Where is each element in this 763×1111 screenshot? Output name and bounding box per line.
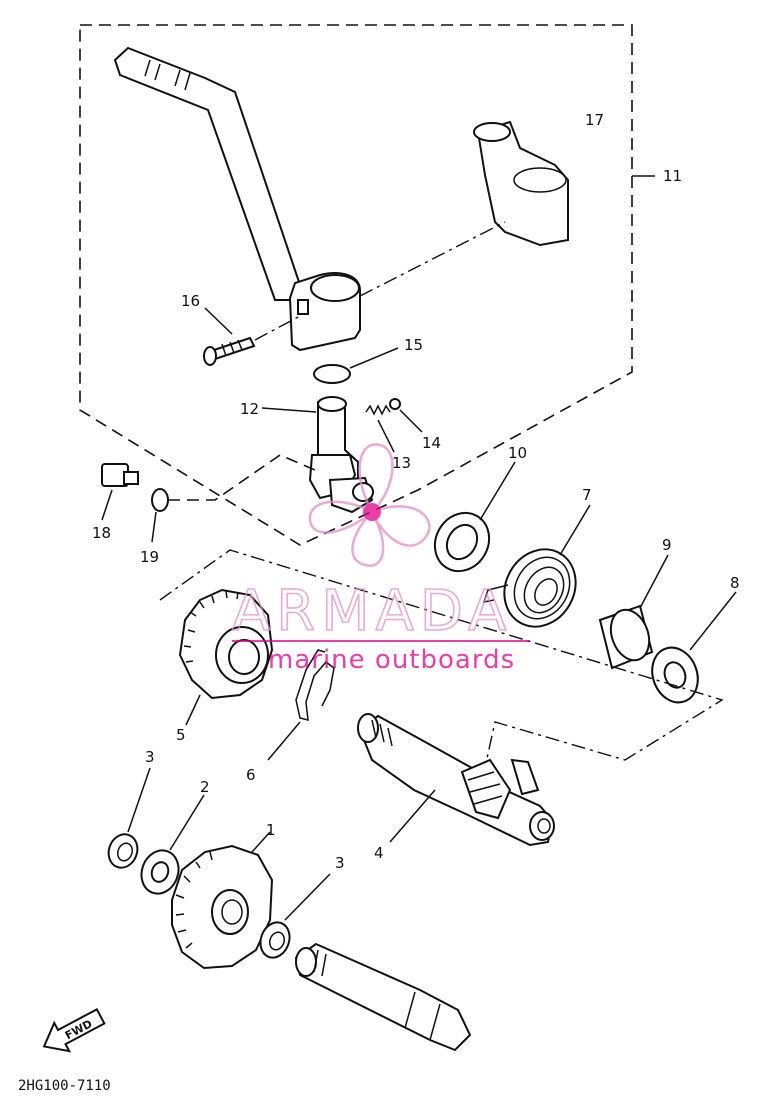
propeller-hub bbox=[363, 503, 381, 521]
callout-4: 4 bbox=[374, 844, 384, 862]
axis-line-19 bbox=[168, 454, 316, 501]
fwd-arrow-icon: FWD bbox=[42, 1007, 106, 1053]
ball-14 bbox=[389, 398, 401, 410]
propeller-blade bbox=[358, 443, 394, 515]
subassembly-boundary bbox=[159, 549, 724, 791]
callout-15: 15 bbox=[404, 336, 423, 354]
callout-14: 14 bbox=[422, 434, 441, 452]
collar-9 bbox=[598, 604, 654, 670]
circlip-3-upper bbox=[107, 833, 139, 869]
leader-19 bbox=[151, 511, 157, 543]
leader-7 bbox=[559, 504, 591, 556]
shaft-lower bbox=[294, 942, 472, 1052]
leader-1 bbox=[251, 831, 271, 853]
propeller-blade bbox=[370, 505, 431, 547]
leader-2 bbox=[169, 794, 205, 851]
circlip-3-lower bbox=[259, 921, 291, 959]
assembly-boundary-11 bbox=[79, 24, 633, 546]
leader-5 bbox=[185, 694, 201, 726]
kick-crank-lever bbox=[113, 46, 361, 352]
propeller-blade bbox=[308, 500, 375, 534]
o-ring-15 bbox=[313, 364, 351, 384]
callout-2: 2 bbox=[200, 778, 210, 796]
leader-3-lower bbox=[284, 873, 331, 921]
bolt-18 bbox=[101, 463, 139, 487]
callout-3: 3 bbox=[145, 748, 155, 766]
propeller-blade bbox=[351, 509, 385, 567]
leader-4 bbox=[389, 789, 436, 843]
watermark-logo: ARMADA marine outboards bbox=[231, 443, 530, 675]
callout-13: 13 bbox=[392, 454, 411, 472]
callout-1: 1 bbox=[266, 821, 276, 839]
bolt-16 bbox=[203, 307, 301, 366]
leader-8 bbox=[689, 591, 737, 651]
callout-18: 18 bbox=[92, 524, 111, 542]
leader-3-upper bbox=[127, 767, 151, 833]
gear-1 bbox=[171, 844, 274, 970]
callout-7: 7 bbox=[582, 486, 592, 504]
callout-8: 8 bbox=[730, 574, 740, 592]
kick-boss-17 bbox=[473, 120, 569, 247]
callout-3-lower: 3 bbox=[335, 854, 345, 872]
leader-15 bbox=[349, 347, 399, 369]
watermark-subtitle: marine outboards bbox=[268, 645, 515, 675]
leader-6 bbox=[267, 721, 301, 761]
callout-16: 16 bbox=[181, 292, 200, 310]
callout-10: 10 bbox=[508, 444, 527, 462]
leader-10 bbox=[479, 461, 516, 521]
kick-gear-5 bbox=[178, 588, 274, 700]
kick-shaft-12 bbox=[308, 396, 374, 514]
leader-18 bbox=[101, 489, 113, 521]
clip-6 bbox=[295, 649, 335, 721]
callout-5: 5 bbox=[176, 726, 186, 744]
kick-axle-4 bbox=[357, 713, 555, 847]
callout-12: 12 bbox=[240, 400, 259, 418]
callout-19: 19 bbox=[140, 548, 159, 566]
drawing-code: 2HG100-7110 bbox=[18, 1078, 111, 1094]
callout-6: 6 bbox=[246, 766, 256, 784]
leader-14 bbox=[399, 409, 423, 433]
washer-2 bbox=[140, 849, 180, 895]
axis-line-lever-boss bbox=[359, 221, 506, 297]
washer-19 bbox=[151, 488, 169, 512]
watermark-title: ARMADA bbox=[232, 579, 512, 644]
callout-11: 11 bbox=[663, 167, 682, 185]
torsion-spring-7 bbox=[482, 548, 577, 628]
callout-17: 17 bbox=[585, 111, 604, 129]
propeller-icon bbox=[308, 443, 431, 567]
callout-9: 9 bbox=[662, 536, 672, 554]
oil-seal-10 bbox=[433, 511, 491, 573]
leader-9 bbox=[639, 554, 669, 609]
leader-12 bbox=[261, 407, 317, 413]
spring-13 bbox=[365, 404, 395, 453]
washer-8 bbox=[651, 646, 699, 704]
